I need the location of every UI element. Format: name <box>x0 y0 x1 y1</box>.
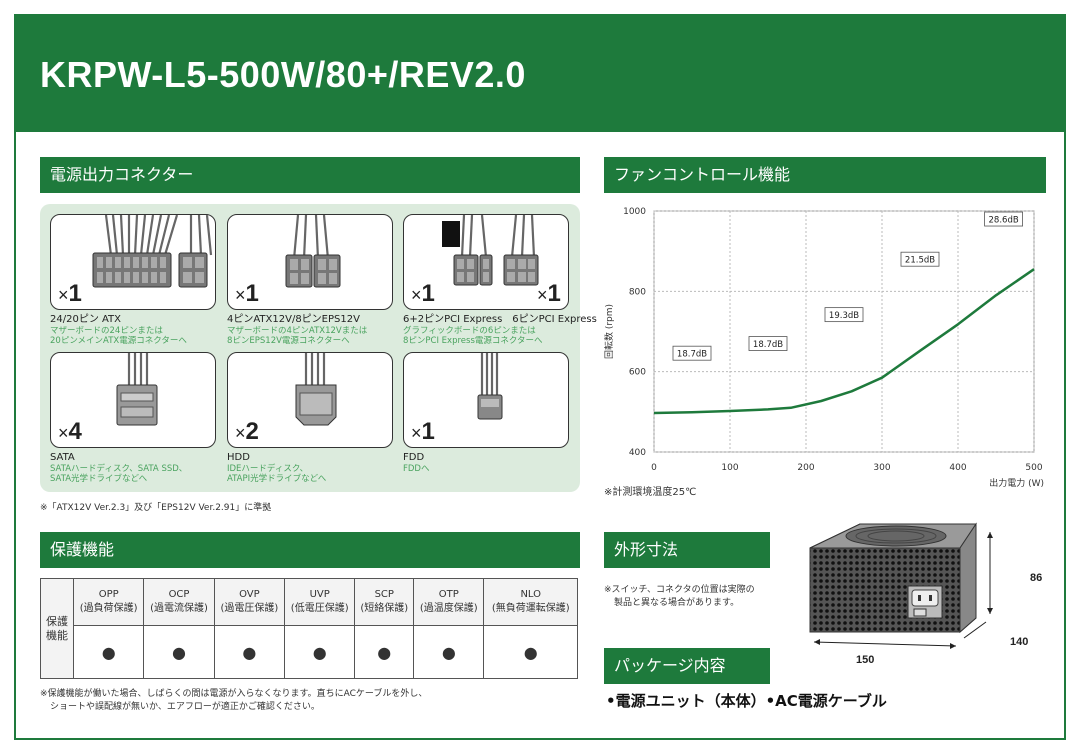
protection-header-ocp: OCP(過電流保護) <box>143 578 215 626</box>
protection-mark: ● <box>354 625 415 679</box>
connector-qty: ×1 <box>537 280 561 307</box>
connector-desc: 8ピンPCI Express電源コネクターへ <box>403 336 543 346</box>
chart-note: ※計測環境温度25℃ <box>604 487 697 498</box>
protection-note: ショートや誤配線が無いか、エアフローが適正かご確認ください。 <box>50 702 320 712</box>
connector-qty: ×1 <box>235 280 259 307</box>
connector-label: FDD <box>403 452 425 463</box>
connector-qty: ×1 <box>58 280 82 307</box>
y-axis-label: 回転数 (rpm) <box>603 304 615 359</box>
section-title-fan: ファンコントロール機能 <box>604 157 1046 193</box>
x-tick-label: 200 <box>797 463 814 473</box>
connector-desc: グラフィックボードの6ピンまたは <box>403 326 536 336</box>
annotation-label: 28.6dB <box>989 216 1019 226</box>
connector-desc: SATA光学ドライブなどへ <box>50 474 148 484</box>
connector-label: 4ピンATX12V/8ピンEPS12V <box>227 314 360 325</box>
protection-mark: ● <box>72 625 145 679</box>
protection-mark-row: ● ● ● ● ● ● ● <box>41 625 578 679</box>
y-tick-label: 600 <box>629 368 646 378</box>
x-tick-label: 500 <box>1025 463 1042 473</box>
protection-mark: ● <box>483 625 578 679</box>
connector-desc: FDDへ <box>403 464 430 474</box>
connector-image-sata <box>50 352 216 448</box>
series-line <box>653 268 1035 415</box>
annotation-box <box>900 251 940 267</box>
connector-image-atx <box>50 214 216 310</box>
connector-desc: ATAPI光学ドライブなどへ <box>227 474 327 484</box>
fan-chart: 0 100 200 300 400 500 400 600 800 1000 18.7dB 18.7d… <box>603 207 1044 489</box>
protection-row-label: 保護機能 <box>40 578 74 679</box>
protection-header-scp: SCP(短絡保護) <box>354 578 415 626</box>
x-axis-label: 出力電力 (W) <box>989 477 1044 489</box>
connector-desc: マザーボードの4ピンATX12Vまたは <box>227 326 368 336</box>
annotation-box <box>748 336 788 351</box>
x-tick-label: 0 <box>651 463 657 473</box>
x-tick-label: 100 <box>721 463 738 473</box>
annotation-label: 18.7dB <box>677 350 707 360</box>
connector-note: ※「ATX12V Ver.2.3」及び「EPS12V Ver.2.91」に準拠 <box>40 503 272 513</box>
section-title-connectors: 電源出力コネクター <box>40 157 580 193</box>
section-title-dimensions: 外形寸法 <box>604 532 770 568</box>
annotation-box <box>824 307 864 323</box>
package-contents: •電源ユニット（本体）•AC電源ケーブル <box>606 692 887 710</box>
protection-mark: ● <box>284 625 356 679</box>
psu-illustration <box>809 522 993 649</box>
annotation-label: 19.3dB <box>829 311 859 321</box>
protection-header-row: 保護機能 OPP(過負荷保護) OCP(過電流保護) OVP(過電圧保護) UV… <box>40 578 578 679</box>
page-title: KRPW-L5-500W/80+/REV2.0 <box>40 54 526 95</box>
annotation-label: 21.5dB <box>905 256 935 266</box>
dimensions-note: ※スイッチ、コネクタの位置は実際の <box>604 585 755 595</box>
connector-desc: SATAハードディスク、SATA SSD、 <box>50 464 188 474</box>
annotation-label: 18.7dB <box>753 340 783 350</box>
protection-mark: ● <box>143 625 215 679</box>
protection-header-otp: OTP(過温度保護) <box>413 578 485 626</box>
dimension-depth: 140 <box>1010 636 1029 648</box>
y-tick-label: 400 <box>629 448 646 458</box>
protection-note: ※保護機能が働いた場合、しばらくの間は電源が入らなくなります。直ちにACケーブル… <box>40 689 428 699</box>
x-tick-label: 300 <box>873 463 890 473</box>
connector-panel: ×1 24/20ピン ATX マザーボードの24ピンまたは 20ピンメインATX… <box>40 204 597 492</box>
protection-mark: ● <box>213 625 286 679</box>
section-title-protection: 保護機能 <box>40 532 580 568</box>
x-tick-label: 400 <box>949 463 966 473</box>
connector-desc: 20ピンメインATX電源コネクターへ <box>50 336 187 346</box>
connector-label: HDD <box>227 452 250 463</box>
connector-qty: ×2 <box>235 418 259 445</box>
connector-image-hdd <box>227 352 393 448</box>
dimension-height: 86 <box>1030 572 1043 584</box>
connector-desc: 8ピンEPS12V電源コネクターへ <box>227 336 350 346</box>
protection-header-opp: OPP(過負荷保護) <box>72 578 145 626</box>
section-title-package: パッケージ内容 <box>604 648 770 684</box>
connector-label: 24/20ピン ATX <box>50 314 122 325</box>
plot-area <box>653 210 1035 453</box>
protection-header-nlo: NLO(無負荷運転保護) <box>483 578 578 626</box>
connector-label: SATA <box>50 452 75 463</box>
protection-header-uvp: UVP(低電圧保護) <box>284 578 356 626</box>
y-tick-label: 1000 <box>623 207 646 217</box>
protection-header-ovp: OVP(過電圧保護) <box>213 578 286 626</box>
connector-desc: IDEハードディスク、 <box>227 464 309 474</box>
protection-table: 保護機能 OPP(過負荷保護) OCP(過電流保護) OVP(過電圧保護) UV… <box>40 578 578 679</box>
connector-qty: ×1 <box>411 418 435 445</box>
y-tick-label: 800 <box>629 287 646 297</box>
annotation-box <box>672 345 712 361</box>
connector-label: 6+2ピンPCI Express 6ピンPCI Express <box>403 314 597 325</box>
connector-image-fdd <box>403 352 569 448</box>
connector-desc: マザーボードの24ピンまたは <box>50 326 163 336</box>
annotation-box <box>984 211 1024 227</box>
header-bar <box>14 14 1066 132</box>
connector-image-pci-express <box>403 214 569 310</box>
dimension-width: 150 <box>856 654 875 666</box>
connector-image-eps12v <box>227 214 393 310</box>
connector-qty: ×1 <box>411 280 435 307</box>
dimensions-note: 製品と異なる場合があります。 <box>614 598 740 608</box>
connector-qty: ×4 <box>58 418 82 445</box>
protection-mark: ● <box>413 625 485 679</box>
